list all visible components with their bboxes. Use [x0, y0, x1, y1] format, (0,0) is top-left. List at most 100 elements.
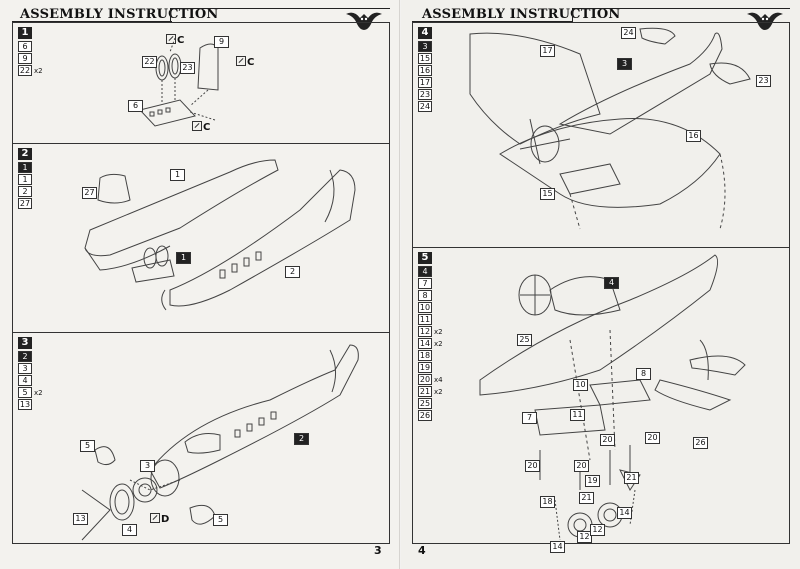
part-callout: 8 — [636, 368, 651, 380]
cement-marker: D — [150, 513, 169, 525]
part-callout: 2 — [285, 266, 300, 278]
part-callout: 25 — [517, 334, 532, 346]
parts-list-item: 3 — [18, 363, 43, 374]
part-callout: 12 — [590, 524, 605, 536]
parts-list: 1 1 2 27 — [18, 162, 32, 210]
part-callout: 5 — [213, 514, 228, 526]
cement-icon — [236, 56, 246, 66]
parts-list-item: 27 — [18, 198, 32, 209]
part-callout: 3 — [617, 58, 632, 70]
part-callout: 23 — [756, 75, 771, 87]
part-callout: 23 — [180, 62, 195, 74]
parts-list-item: 25 — [418, 398, 432, 409]
part-callout: 26 — [693, 437, 708, 449]
part-callout: 11 — [570, 409, 585, 421]
parts-list-item: 3 — [418, 41, 432, 52]
title-underline — [12, 21, 172, 22]
parts-list-item: 16 — [418, 65, 432, 76]
parts-list-item: 4 — [18, 375, 43, 386]
parts-list: 3 15 16 17 23 24 — [418, 41, 432, 113]
part-callout: 16 — [686, 130, 701, 142]
parts-list-item: 7 — [418, 278, 443, 289]
cement-icon — [150, 513, 160, 523]
part-callout: 12 — [577, 531, 592, 543]
step-number: 3 — [18, 337, 32, 349]
part-callout: 20 — [600, 434, 615, 446]
engine-assembly-illustration — [70, 340, 370, 540]
right-page — [400, 0, 800, 569]
part-callout: 19 — [585, 475, 600, 487]
page-number: 3 — [374, 544, 382, 557]
owl-logo-icon — [747, 12, 783, 30]
parts-list-item: 6 — [18, 41, 43, 52]
parts-list-item: 1 — [18, 174, 32, 185]
part-callout: 20 — [574, 460, 589, 472]
cement-marker: C — [166, 34, 184, 46]
part-callout: 21 — [579, 492, 594, 504]
part-callout: 5 — [80, 440, 95, 452]
title-frame-edge — [170, 8, 171, 22]
parts-list-item: 10 — [418, 302, 432, 313]
left-page — [0, 0, 400, 569]
part-callout: 27 — [82, 187, 97, 199]
part-callout: 20 — [525, 460, 540, 472]
part-callout: 1 — [170, 169, 185, 181]
title-frame-edge — [572, 8, 573, 22]
part-callout: 6 — [128, 100, 143, 112]
page-fold — [399, 0, 401, 569]
fuselage-halves-illustration — [70, 150, 370, 330]
cement-icon — [166, 34, 176, 44]
part-callout: 1 — [176, 252, 191, 264]
part-callout: 22 — [142, 56, 157, 68]
parts-list-item: 23 — [418, 89, 432, 100]
parts-list-item: 15 — [418, 53, 432, 64]
parts-list-item: 11 — [418, 314, 432, 325]
parts-list-item: 2 — [18, 186, 32, 197]
part-callout: 4 — [604, 277, 619, 289]
owl-logo-icon — [346, 12, 382, 30]
part-callout: 13 — [73, 513, 88, 525]
step-3-panel — [12, 332, 390, 544]
parts-list-item: 2 — [18, 351, 43, 362]
title-frame-top — [572, 8, 790, 9]
part-callout: 2 — [294, 433, 309, 445]
part-callout: 7 — [522, 412, 537, 424]
cement-marker: C — [236, 56, 254, 68]
left-page-title: ASSEMBLY INSTRUCTION — [20, 7, 219, 22]
part-callout: 18 — [540, 496, 555, 508]
title-underline — [412, 21, 572, 22]
cement-marker: C — [192, 121, 210, 133]
part-callout: 15 — [540, 188, 555, 200]
parts-list-item: 8 — [418, 290, 443, 301]
part-callout: 14 — [617, 507, 632, 519]
part-callout: 10 — [573, 379, 588, 391]
part-callout: 20 — [645, 432, 660, 444]
part-callout: 14 — [550, 541, 565, 553]
step-number: 4 — [418, 27, 432, 39]
right-page-title: ASSEMBLY INSTRUCTION — [422, 7, 621, 22]
title-frame-top — [170, 8, 390, 9]
parts-list-item: 19 — [418, 362, 432, 373]
part-callout: 4 — [122, 524, 137, 536]
cement-icon — [192, 121, 202, 131]
parts-list-item: 26 — [418, 410, 432, 421]
step-number: 1 — [18, 27, 32, 39]
landing-gear-assembly-illustration — [460, 250, 780, 545]
page-number: 4 — [418, 544, 426, 557]
parts-list-item: 17 — [418, 77, 432, 88]
part-callout: 21 — [624, 472, 639, 484]
parts-list-item: 24 — [418, 101, 432, 112]
wing-tail-assembly-illustration — [460, 24, 780, 244]
parts-list-item: 13 — [18, 399, 32, 410]
parts-list-item: 4 — [418, 266, 443, 277]
parts-list-item: 1 — [18, 162, 32, 173]
